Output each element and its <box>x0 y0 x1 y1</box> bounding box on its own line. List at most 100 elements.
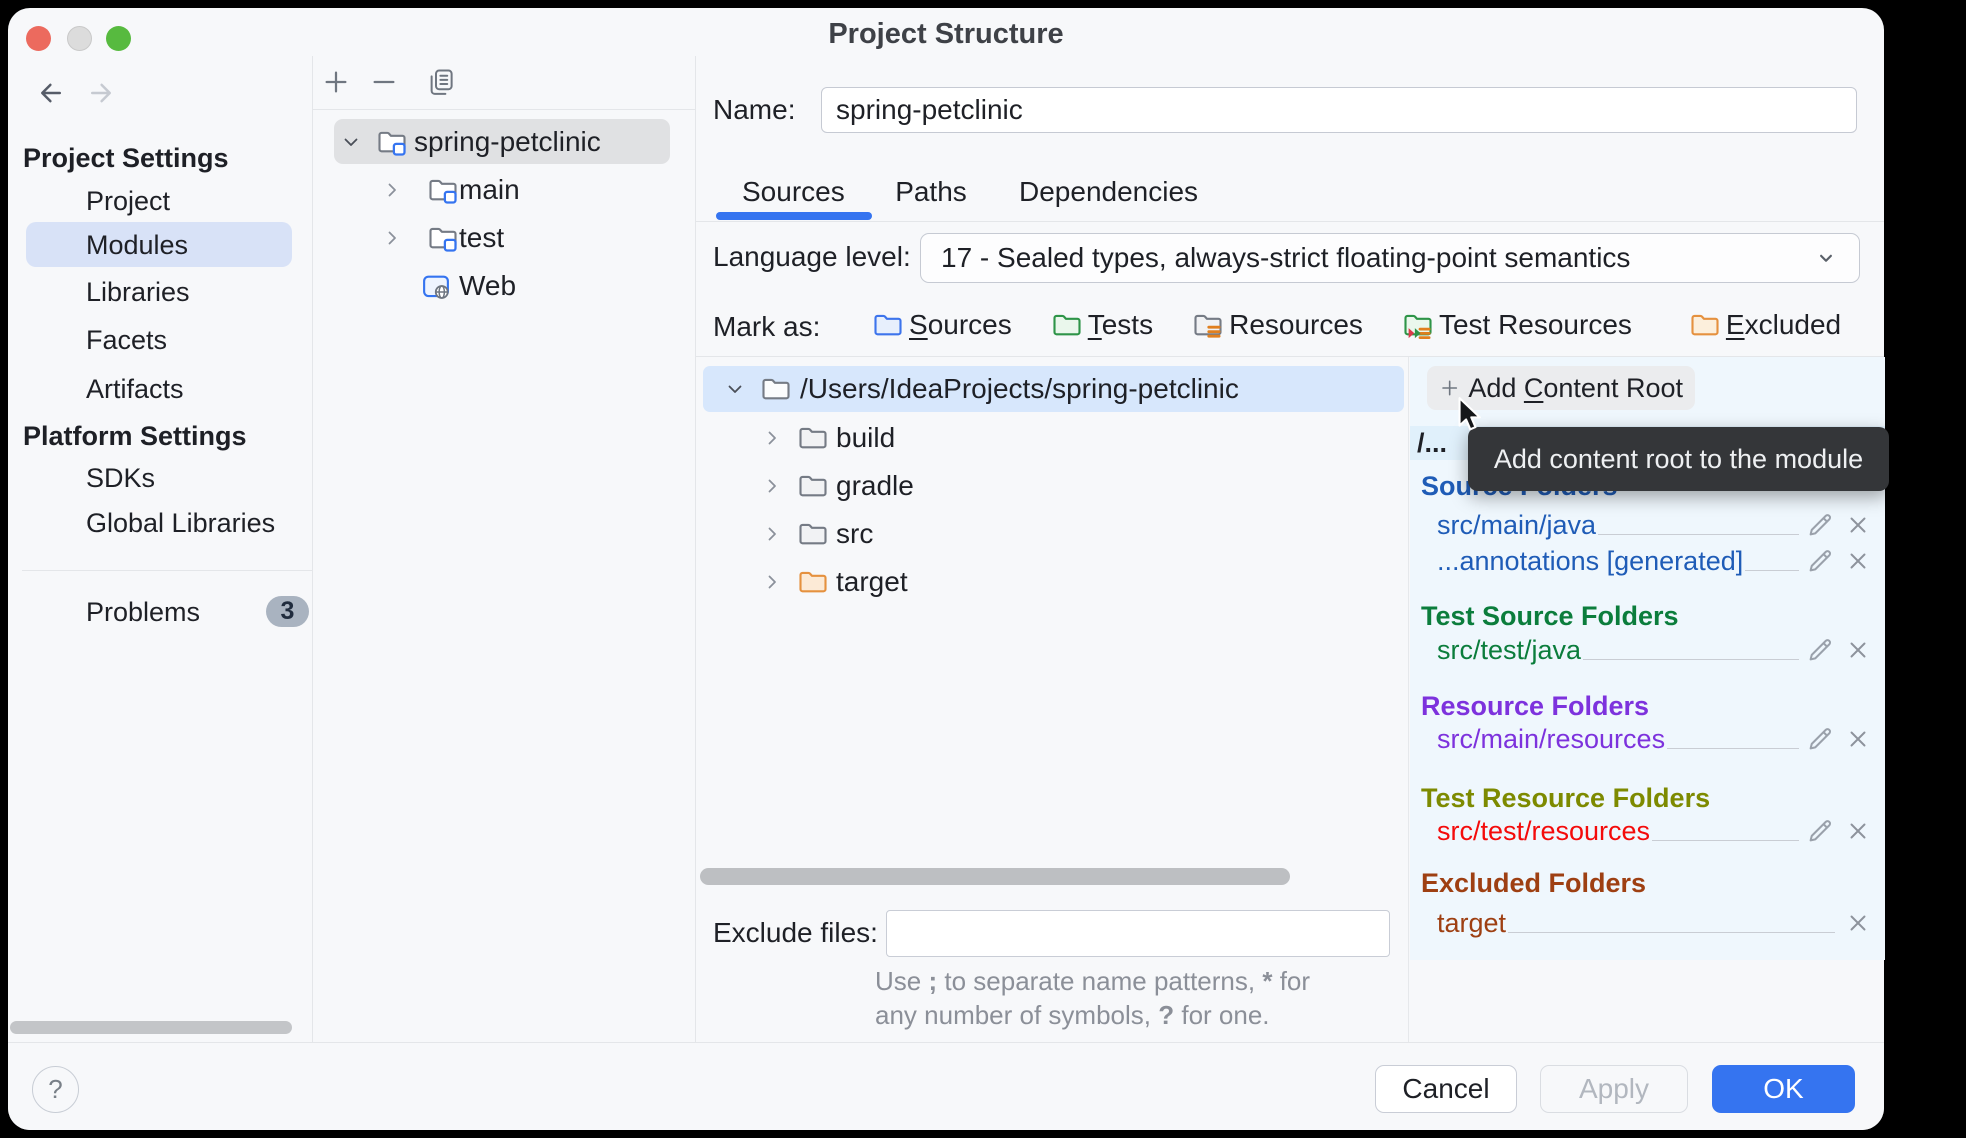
excluded-folder-icon <box>799 571 827 593</box>
mark-as-divider <box>696 356 1884 357</box>
mark-as-excluded[interactable]: Excluded <box>1690 308 1841 342</box>
folder-row: src/test/resources <box>1437 813 1871 849</box>
folders-panel: Add Content Root /... Source Folders src… <box>1408 357 1889 1042</box>
language-level-select[interactable]: 17 - Sealed types, always-strict floatin… <box>920 233 1860 283</box>
mark-as-test-resources[interactable]: Test Resources <box>1403 308 1632 342</box>
tree-item-build[interactable]: build <box>836 422 896 453</box>
folder-path[interactable]: src/test/java <box>1437 635 1582 665</box>
edit-pencil-icon[interactable] <box>1805 546 1835 576</box>
tooltip: Add content root to the module <box>1468 427 1889 491</box>
ok-button[interactable]: OK <box>1712 1065 1855 1113</box>
remove-x-icon[interactable] <box>1845 818 1871 844</box>
sidebar-item-artifacts[interactable]: Artifacts <box>86 374 184 404</box>
tree-item-src[interactable]: src <box>836 518 874 549</box>
folder-icon <box>799 523 827 545</box>
problems-count-badge: 3 <box>266 596 309 627</box>
remove-x-icon[interactable] <box>1845 726 1871 752</box>
sidebar-item-project[interactable]: Project <box>86 186 171 216</box>
sidebar-item-facets[interactable]: Facets <box>86 325 168 355</box>
mark-as-tests[interactable]: Tests <box>1052 308 1153 342</box>
sidebar-item-problems[interactable]: Problems <box>86 597 201 627</box>
edit-pencil-icon[interactable] <box>1805 816 1835 846</box>
language-level-label: Language level: <box>713 241 911 272</box>
tab-paths[interactable]: Paths <box>895 176 967 207</box>
chevron-down-icon[interactable] <box>723 377 747 401</box>
sidebar-horizontal-scrollbar[interactable] <box>10 1021 292 1034</box>
edit-pencil-icon[interactable] <box>1805 724 1835 754</box>
language-level-value: 17 - Sealed types, always-strict floatin… <box>941 242 1631 273</box>
cancel-button[interactable]: Cancel <box>1375 1065 1517 1113</box>
tree-horizontal-scrollbar[interactable] <box>700 868 1290 885</box>
back-arrow-icon[interactable] <box>36 78 66 108</box>
chevron-right-icon[interactable] <box>760 522 784 546</box>
mark-as-label: Mark as: <box>713 311 821 342</box>
chevron-right-icon[interactable] <box>380 178 404 202</box>
edit-pencil-icon[interactable] <box>1805 510 1835 540</box>
name-input[interactable] <box>821 87 1857 133</box>
remove-x-icon[interactable] <box>1845 910 1871 936</box>
copy-module-icon[interactable] <box>426 67 456 97</box>
add-module-icon[interactable] <box>321 67 351 97</box>
help-button[interactable]: ? <box>32 1066 79 1113</box>
mark-as-sources[interactable]: Sources <box>873 308 1012 342</box>
remove-x-icon[interactable] <box>1845 637 1871 663</box>
sidebar-divider <box>312 56 313 1042</box>
section-title-test-resource-folders: Test Resource Folders <box>1421 783 1711 813</box>
edit-pencil-icon[interactable] <box>1805 635 1835 665</box>
folder-row: ...annotations [generated] <box>1437 543 1871 579</box>
zoom-icon[interactable] <box>106 26 131 51</box>
module-row-label[interactable]: main <box>459 174 520 205</box>
add-content-root-button[interactable]: Add Content Root <box>1427 366 1695 410</box>
chevron-right-icon[interactable] <box>380 226 404 250</box>
folder-row: target <box>1437 905 1871 941</box>
project-structure-dialog: Project Structure Project Settings Proje… <box>8 8 1889 1130</box>
sidebar-heading-platform-settings: Platform Settings <box>23 421 247 451</box>
module-folder-icon <box>378 131 406 156</box>
content-root-path[interactable]: /Users/IdeaProjects/spring-petclinic <box>800 373 1239 404</box>
tree-item-target[interactable]: target <box>836 566 908 597</box>
folder-path[interactable]: src/main/resources <box>1437 724 1666 754</box>
page-title: Project Structure <box>828 18 1064 50</box>
chevron-down-icon[interactable] <box>339 130 363 154</box>
section-title-resource-folders: Resource Folders <box>1421 691 1650 721</box>
truncated-root-label[interactable]: /... <box>1417 428 1448 458</box>
folder-path[interactable]: src/main/java <box>1437 510 1597 540</box>
sidebar-item-global-libraries[interactable]: Global Libraries <box>86 508 276 538</box>
excluded-folder-icon <box>1691 314 1719 336</box>
folder-path[interactable]: src/test/resources <box>1437 816 1651 846</box>
resources-folder-icon <box>1194 314 1222 338</box>
mark-as-resources[interactable]: Resources <box>1193 308 1363 342</box>
dropdown-chevron-icon <box>1820 254 1832 262</box>
sidebar-item-modules[interactable]: Modules <box>86 230 189 260</box>
folder-path[interactable]: target <box>1437 908 1507 938</box>
folder-icon <box>799 427 827 449</box>
name-label: Name: <box>713 94 796 125</box>
module-row-label[interactable]: spring-petclinic <box>414 126 601 157</box>
active-tab-underline <box>716 212 872 220</box>
sidebar-item-modules-selected-bg[interactable] <box>26 222 292 267</box>
sidebar-item-sdks[interactable]: SDKs <box>86 463 156 493</box>
forward-arrow-icon[interactable] <box>86 78 116 108</box>
module-row-label[interactable]: test <box>459 222 505 253</box>
remove-x-icon[interactable] <box>1845 512 1871 538</box>
folder-path[interactable]: ...annotations [generated] <box>1437 546 1744 576</box>
section-title-excluded-folders: Excluded Folders <box>1421 868 1647 898</box>
exclude-files-input[interactable] <box>886 910 1390 957</box>
folder-row: src/main/java <box>1437 507 1871 543</box>
remove-module-icon[interactable] <box>369 67 399 97</box>
close-icon[interactable] <box>26 26 51 51</box>
remove-x-icon[interactable] <box>1845 548 1871 574</box>
sidebar-item-libraries[interactable]: Libraries <box>86 277 190 307</box>
chevron-right-icon[interactable] <box>760 426 784 450</box>
chevron-right-icon[interactable] <box>760 570 784 594</box>
tree-item-gradle[interactable]: gradle <box>836 470 914 501</box>
minimize-icon[interactable] <box>67 26 92 51</box>
tab-dependencies[interactable]: Dependencies <box>1019 176 1199 207</box>
apply-button[interactable]: Apply <box>1540 1065 1688 1113</box>
module-row-label[interactable]: Web <box>459 270 517 301</box>
exclude-files-hint-line2: any number of symbols, ? for one. <box>875 1000 1270 1030</box>
content-root-row-selected-bg[interactable] <box>703 366 1404 412</box>
tab-sources[interactable]: Sources <box>742 176 845 207</box>
chevron-right-icon[interactable] <box>760 474 784 498</box>
plus-icon <box>1442 380 1458 396</box>
